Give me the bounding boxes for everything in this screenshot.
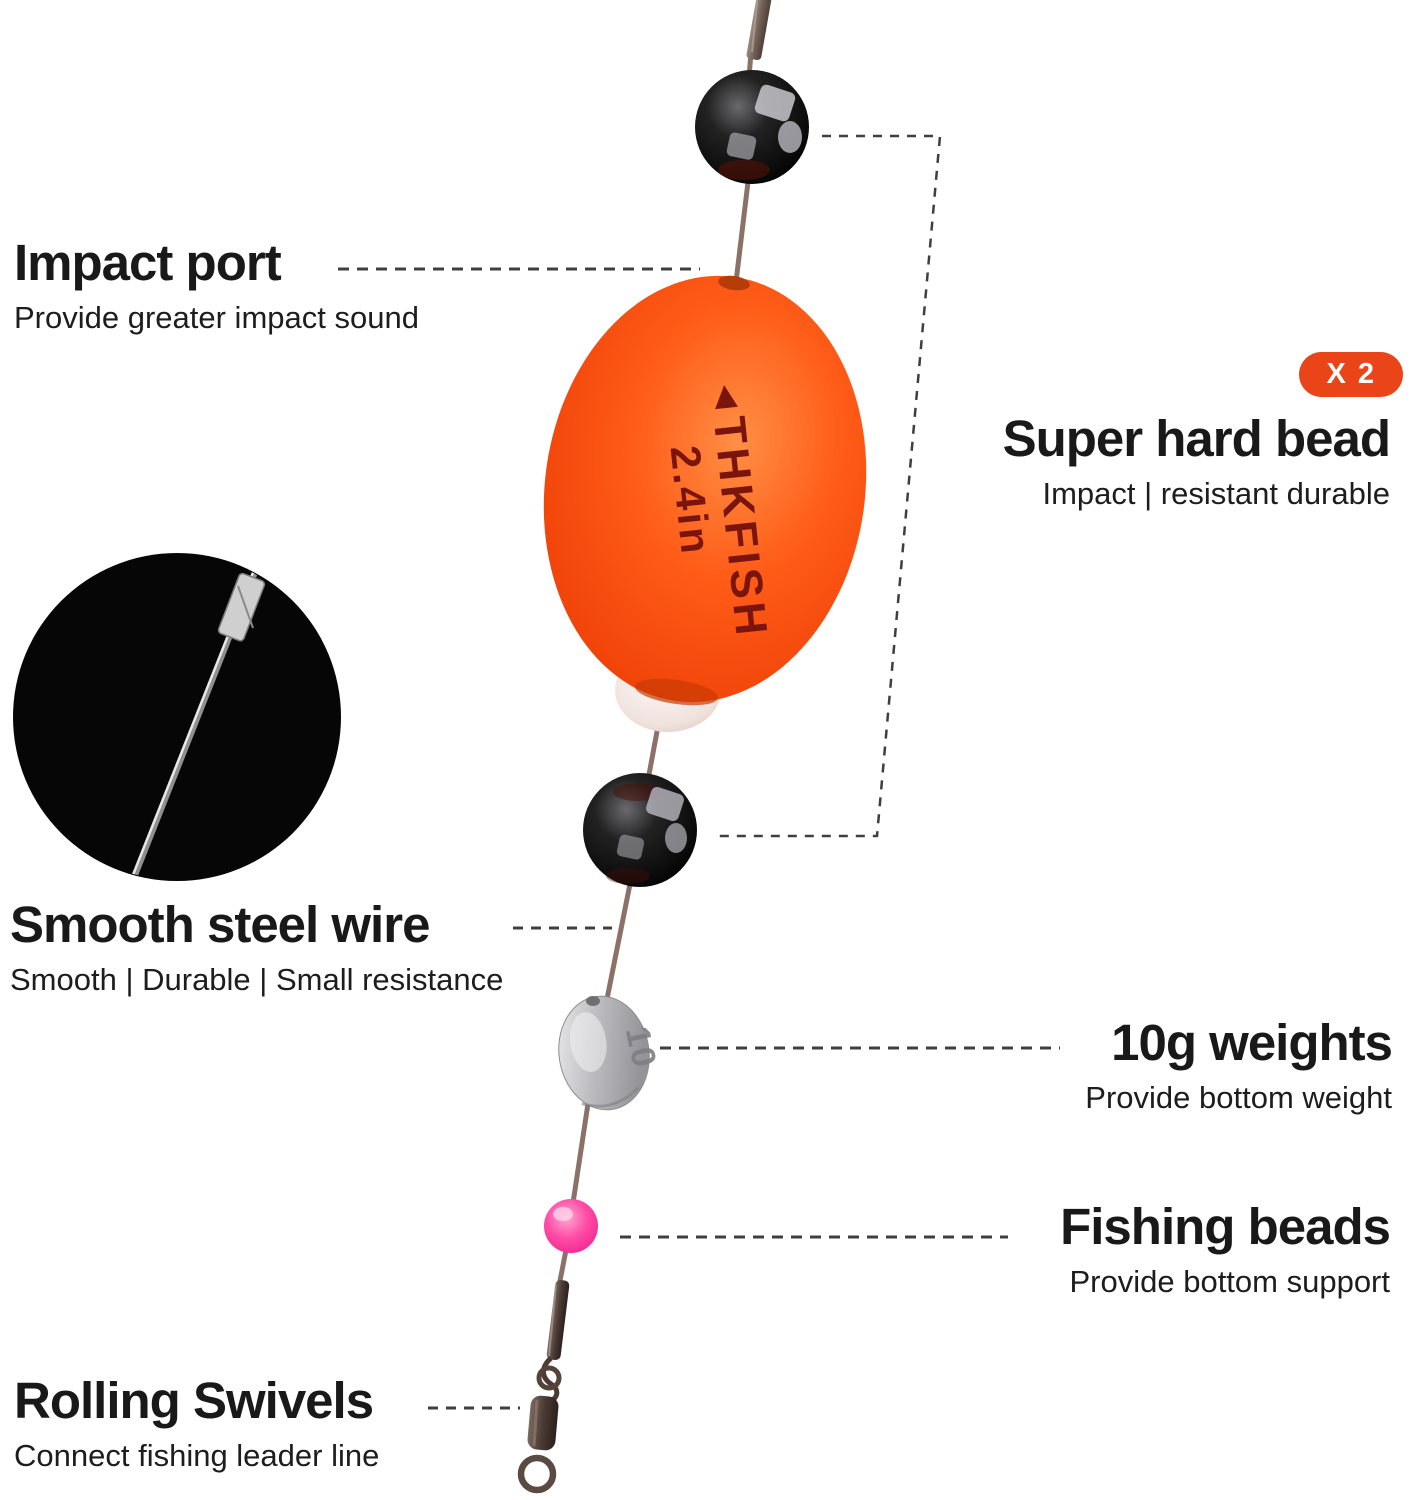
impact-port-label: Impact port Provide greater impact sound xyxy=(14,236,419,335)
top-wire-crimp xyxy=(746,0,773,61)
rolling-swivels-title: Rolling Swivels xyxy=(14,1372,374,1429)
rolling-swivels-subtitle: Connect fishing leader line xyxy=(14,1437,380,1473)
float-size-text: 2.4in xyxy=(662,443,720,558)
pink-fishing-bead xyxy=(544,1199,598,1253)
float-body: ◀ THKFISH 2.4in xyxy=(543,275,867,732)
swivel-bottom-eye xyxy=(517,1454,557,1494)
weights-subtitle: Provide bottom weight xyxy=(1085,1079,1392,1115)
rolling-swivel xyxy=(517,1280,570,1494)
connector-lines xyxy=(338,134,1060,1410)
weight-marking: 10 xyxy=(618,1023,664,1072)
super-hard-bead-label: Super hard bead Impact | resistant durab… xyxy=(1002,410,1391,511)
impact-port-subtitle: Provide greater impact sound xyxy=(14,299,419,335)
swivel-top-eye xyxy=(536,1365,562,1391)
super-hard-bead-title: Super hard bead xyxy=(1002,410,1391,467)
bead-highlight xyxy=(754,84,796,122)
weights-label: 10g weights Provide bottom weight xyxy=(1085,1014,1393,1115)
smooth-steel-wire-label: Smooth steel wire Smooth | Durable | Sma… xyxy=(10,898,503,997)
smooth-steel-wire-title: Smooth steel wire xyxy=(10,896,430,953)
impact-port-title: Impact port xyxy=(14,234,282,291)
hard-bead-top xyxy=(695,70,809,184)
fishing-beads-subtitle: Provide bottom support xyxy=(1069,1263,1390,1299)
rolling-swivels-label: Rolling Swivels Connect fishing leader l… xyxy=(14,1374,379,1473)
hard-bead-bottom xyxy=(583,773,697,887)
super-hard-bead-subtitle: Impact | resistant durable xyxy=(1042,475,1391,511)
lead-weight: 10 xyxy=(558,995,664,1111)
fish-logo-icon: ◀ xyxy=(709,383,744,409)
fishing-beads-label: Fishing beads Provide bottom support xyxy=(1060,1198,1391,1299)
impact-port-cap xyxy=(718,275,750,291)
wire-detail-inset xyxy=(13,553,341,881)
fishing-beads-title: Fishing beads xyxy=(1060,1198,1391,1255)
quantity-badge: X 2 xyxy=(1299,352,1403,397)
hard-bead-connector xyxy=(714,134,942,838)
smooth-steel-wire-subtitle: Smooth | Durable | Small resistance xyxy=(10,961,504,997)
swivel-barrel xyxy=(527,1395,559,1451)
weights-title: 10g weights xyxy=(1111,1014,1393,1071)
